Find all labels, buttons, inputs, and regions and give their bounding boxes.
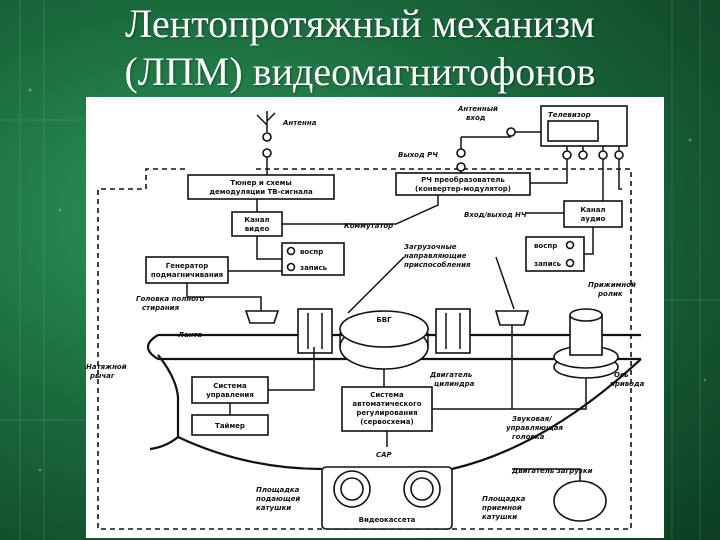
tension-lever-label-2: рычаг xyxy=(89,372,115,380)
capstan-shaft-label-1: Ось xyxy=(614,371,629,379)
audio-channel-label-2: аудио xyxy=(581,215,606,223)
guide-post-right xyxy=(435,308,471,354)
title-line-1: Лентопротяжный механизм xyxy=(125,1,595,46)
load-motor-label: Двигатель загрузки xyxy=(511,467,593,475)
erase-generator-label-2: подмагничивания xyxy=(151,271,223,279)
tv-label: Телевизор xyxy=(548,111,591,119)
takeup-platform-label-3: катушки xyxy=(482,513,517,521)
takeup-platform-label-1: Площадка xyxy=(482,495,526,503)
control-system-label-2: управления xyxy=(206,391,254,399)
auto-reg-label-1: Система xyxy=(370,391,404,399)
rf-converter-label-1: РЧ преобразователь xyxy=(421,176,505,184)
guide-post-left xyxy=(297,308,333,354)
timer-label: Таймер xyxy=(215,422,245,430)
capstan-label-2: ролик xyxy=(597,290,623,298)
tv-connectors xyxy=(562,146,624,160)
vcr-diagram: Антенна Антенный вход Телевизор Выход РЧ… xyxy=(86,97,664,538)
load-motor xyxy=(553,480,607,522)
takeup-platform-label-2: приемной xyxy=(482,504,522,512)
erase-head-label-2: стирания xyxy=(142,304,180,312)
capstan-shaft-label-2: привода xyxy=(610,380,645,388)
rf-converter-label-2: (конвертер-модулятор) xyxy=(415,185,511,193)
auto-reg-label-4: (сервосхема) xyxy=(360,418,413,426)
antenna-in-label-2: вход xyxy=(466,114,486,122)
in-out-lf-label: Вход/выход НЧ xyxy=(464,211,527,219)
erase-head xyxy=(244,310,280,324)
audio-channel-label-1: Канал xyxy=(580,206,605,214)
tension-lever xyxy=(149,354,180,451)
commutator-label: Коммутатор xyxy=(344,222,393,230)
supply-platform-label-3: катушки xyxy=(256,504,291,512)
tuner-box xyxy=(187,174,335,200)
audio-control-label-3: головка xyxy=(512,433,545,441)
audio-control-label-1: Звуковая/ xyxy=(512,415,553,423)
cylinder-drive-label-2: цилиндра xyxy=(434,380,475,388)
cassette-label: Видеокассета xyxy=(359,516,416,524)
tension-lever-label-1: Натяжной xyxy=(86,363,127,371)
audio-control-label-2: управляющая xyxy=(506,424,563,432)
video-record-label: запись xyxy=(300,264,328,272)
audio-channel-box xyxy=(563,200,623,228)
capstan-assembly xyxy=(553,308,619,379)
control-system-label-1: Система xyxy=(213,382,247,390)
erase-generator-label-1: Генератор xyxy=(166,262,208,270)
antenna-in-label-1: Антенный xyxy=(457,105,498,113)
supply-platform-label-2: подающей xyxy=(256,495,300,503)
audio-record-label: запись xyxy=(534,260,562,268)
audio-playback-label: воспр xyxy=(534,242,557,250)
vcr-enclosure xyxy=(97,168,632,530)
erase-generator-box xyxy=(145,256,229,284)
bvg-drum xyxy=(339,310,429,370)
capstan-label-1: Прижимной xyxy=(588,281,636,289)
video-channel-label-2: видео xyxy=(245,225,270,233)
bvg-label: БВГ xyxy=(376,316,392,324)
title-line-2: (ЛПМ) видеомагнитофонов xyxy=(124,49,596,94)
rf-out-label: Выход РЧ xyxy=(398,151,438,159)
video-channel-label-1: Канал xyxy=(244,216,269,224)
auto-reg-label-2: автоматического xyxy=(352,400,421,408)
slide-title: Лентопротяжный механизм (ЛПМ) видеомагни… xyxy=(0,0,720,96)
video-playback-label: воспр xyxy=(300,248,323,256)
erase-head-label-1: Головка полного xyxy=(136,295,205,303)
control-head xyxy=(494,310,530,326)
tv-screen xyxy=(547,120,599,142)
takeup-reel xyxy=(403,470,441,508)
sar-label: САР xyxy=(376,451,393,459)
cylinder-drive-label-1: Двигатель xyxy=(429,371,472,379)
video-channel-box xyxy=(231,211,283,237)
supply-reel xyxy=(333,470,371,508)
auto-reg-label-3: регулирования xyxy=(356,409,417,417)
tuner-label-2: демодуляции ТВ-сигнала xyxy=(209,188,313,196)
rf-converter-box xyxy=(395,172,531,196)
control-system-box xyxy=(191,376,269,404)
audio-switch-box xyxy=(525,236,585,272)
loading-devices-label-3: приспособления xyxy=(404,261,471,269)
loading-devices-label-2: направляющие xyxy=(404,252,467,260)
antenna-icon xyxy=(256,111,276,158)
tape-label: Лента xyxy=(177,331,202,339)
loading-devices-label-1: Загрузочные xyxy=(404,243,457,251)
tuner-label-1: Тюнер и схемы xyxy=(230,179,291,187)
antenna-in-jack xyxy=(506,127,516,137)
supply-platform-label-1: Площадка xyxy=(256,486,300,494)
antenna-label: Антенна xyxy=(282,119,317,127)
